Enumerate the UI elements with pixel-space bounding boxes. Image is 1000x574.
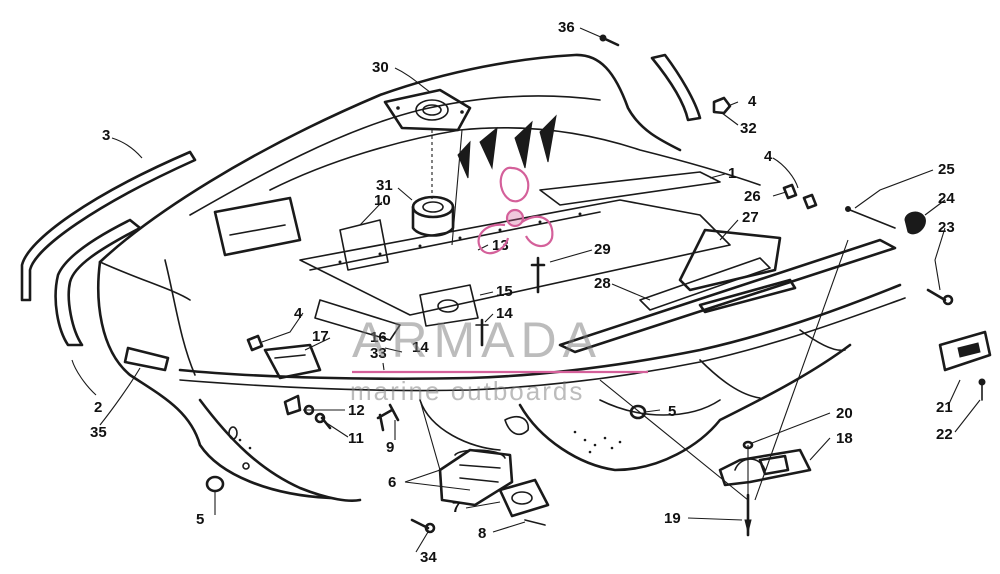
texture-dots — [238, 430, 622, 454]
callout-7: 7 — [452, 499, 460, 516]
callout-4: 4 — [764, 148, 773, 165]
part-18-latch — [718, 448, 812, 487]
callout-4: 4 — [294, 305, 303, 322]
part-2-handle — [54, 218, 142, 347]
callout-5: 5 — [668, 403, 676, 420]
callout-36: 36 — [558, 19, 575, 36]
callout-3: 3 — [102, 127, 110, 144]
part-23-bolt — [926, 288, 954, 306]
part-14-stud — [475, 318, 489, 347]
callout-labels: 36 30 4 32 3 4 25 1 31 26 24 10 27 23 13… — [90, 19, 955, 566]
callout-9: 9 — [386, 439, 394, 456]
propeller-logo-icon — [477, 166, 554, 255]
part-15-plate — [419, 284, 479, 327]
part-28-side-rail — [558, 238, 897, 354]
watermark-tagline: marine outboards — [350, 376, 584, 406]
callout-35: 35 — [90, 424, 107, 441]
callout-10: 10 — [374, 192, 391, 209]
callout-21: 21 — [936, 399, 953, 416]
part-27-cover — [678, 228, 782, 292]
part-5-washer-left — [205, 462, 250, 493]
part-21-plate — [938, 330, 992, 372]
leader-lines — [71, 27, 981, 553]
part-17-bracket — [263, 343, 322, 380]
callout-18: 18 — [836, 430, 853, 447]
callout-16: 16 — [370, 329, 387, 346]
part-bracket-top-right — [650, 53, 702, 122]
callout-6: 6 — [388, 474, 396, 491]
part-25-stud — [845, 206, 896, 229]
part-3-trim-strip — [20, 150, 197, 302]
part-22-screw — [978, 378, 986, 401]
callout-27: 27 — [742, 209, 759, 226]
part-10-baffle — [213, 196, 389, 271]
part-31-grommet — [411, 195, 455, 237]
callout-4: 4 — [748, 93, 757, 110]
callout-19: 19 — [664, 510, 681, 527]
callout-24: 24 — [938, 190, 955, 207]
callout-25: 25 — [938, 161, 955, 178]
callout-2: 2 — [94, 399, 102, 416]
part-24-knob — [904, 211, 926, 235]
callout-30: 30 — [372, 59, 389, 76]
callout-5: 5 — [196, 511, 204, 528]
callout-8: 8 — [478, 525, 486, 542]
callout-28: 28 — [594, 275, 611, 292]
motor-cover-body — [97, 53, 906, 502]
callout-29: 29 — [594, 241, 611, 258]
part-6-mount-bracket — [438, 448, 514, 507]
callout-13: 13 — [492, 237, 509, 254]
part-35-badge — [123, 346, 170, 372]
watermark-brand: ARMADA — [352, 312, 602, 368]
callout-14: 14 — [412, 339, 429, 356]
callout-11: 11 — [348, 430, 364, 447]
callout-32: 32 — [740, 120, 757, 137]
callout-14: 14 — [496, 305, 513, 322]
part-34-bolt — [410, 518, 436, 534]
part-32-nut — [712, 96, 732, 115]
part-1-panel — [539, 171, 721, 206]
callout-31: 31 — [376, 177, 393, 194]
callout-34: 34 — [420, 549, 437, 566]
callout-26: 26 — [744, 188, 761, 205]
part-7-gasket — [498, 478, 550, 518]
callout-22: 22 — [936, 426, 953, 443]
part-8-screw — [524, 519, 546, 526]
callout-12: 12 — [348, 402, 365, 419]
callout-17: 17 — [312, 328, 329, 345]
callout-1: 1 — [728, 165, 736, 182]
part-30-mounting-plate — [383, 88, 472, 246]
callout-15: 15 — [496, 283, 513, 300]
part-19-pin — [744, 493, 752, 537]
callout-23: 23 — [938, 219, 955, 236]
watermark: ARMADA marine outboards — [350, 166, 648, 406]
part-29-stud — [530, 256, 546, 294]
callout-20: 20 — [836, 405, 853, 422]
part-36-screw — [599, 34, 620, 47]
part-26-clip — [782, 183, 818, 210]
part-4-nut-left — [246, 334, 264, 352]
callout-33: 33 — [370, 345, 387, 362]
